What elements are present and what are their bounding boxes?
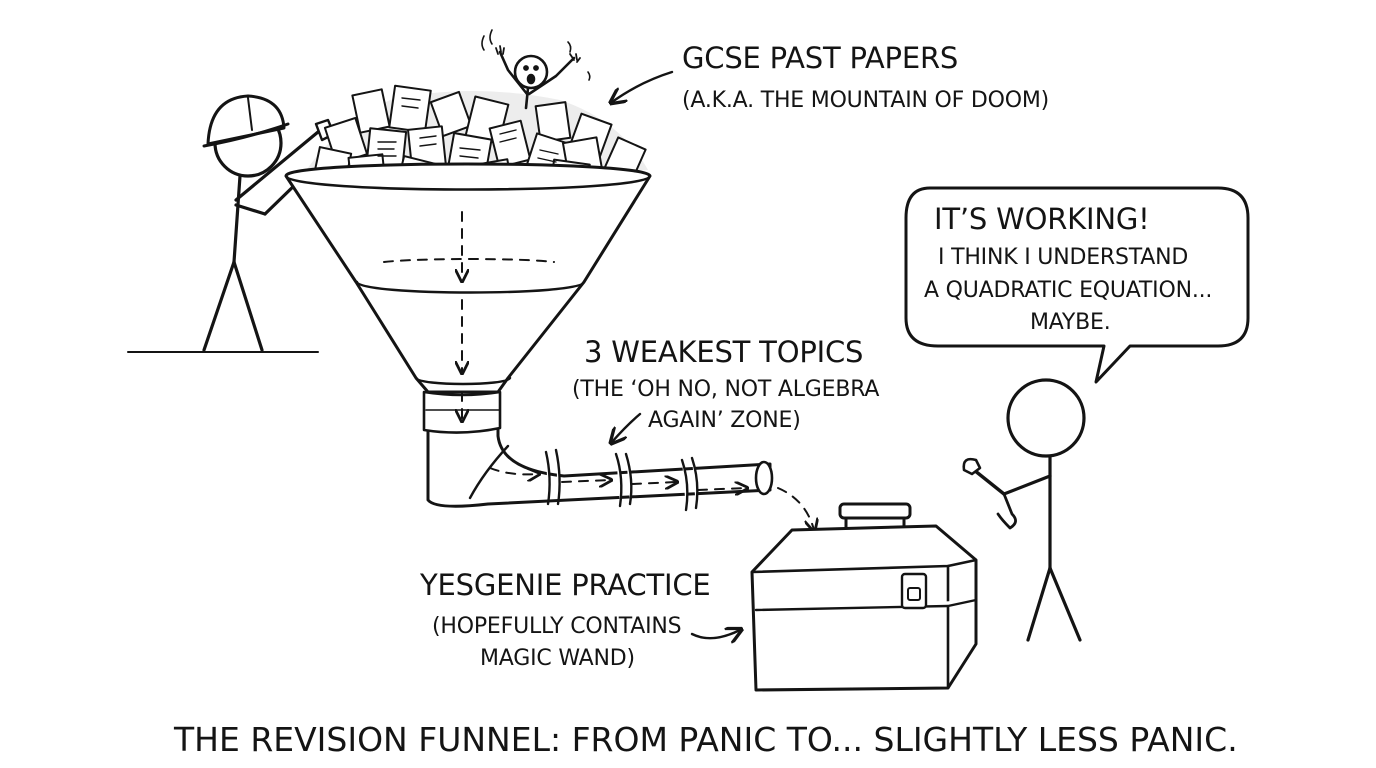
toolbox: [750, 502, 978, 692]
practice-title: YESGENIE PRACTICE: [420, 568, 711, 602]
flow-arrows: [462, 211, 814, 530]
pointer-arrows: [612, 70, 740, 638]
practice-subtitle-line2: MAGIC WAND): [480, 646, 635, 671]
topics-subtitle-line2: AGAIN’ ZONE): [648, 408, 801, 433]
right-stick-figure: [962, 378, 1086, 642]
drowning-stick-figure: [481, 29, 591, 110]
comic-caption: THE REVISION FUNNEL: FROM PANIC TO... SL…: [174, 720, 1238, 759]
speech-bubble: [904, 186, 1250, 384]
gcse-title: GCSE PAST PAPERS: [682, 41, 959, 75]
practice-subtitle-line1: (HOPEFULLY CONTAINS: [432, 614, 682, 639]
speech-line-3: A QUADRATIC EQUATION...: [924, 278, 1213, 303]
speech-line-2: I THINK I UNDERSTAND: [938, 245, 1189, 270]
left-stick-figure: [127, 94, 336, 353]
speech-line-4: MAYBE.: [1030, 310, 1111, 335]
topics-subtitle-line1: (THE ‘OH NO, NOT ALGEBRA: [572, 377, 880, 402]
topics-title: 3 WEAKEST TOPICS: [584, 335, 864, 369]
gcse-subtitle: (A.K.A. THE MOUNTAIN OF DOOM): [682, 88, 1050, 113]
speech-line-1: IT’S WORKING!: [934, 202, 1150, 236]
